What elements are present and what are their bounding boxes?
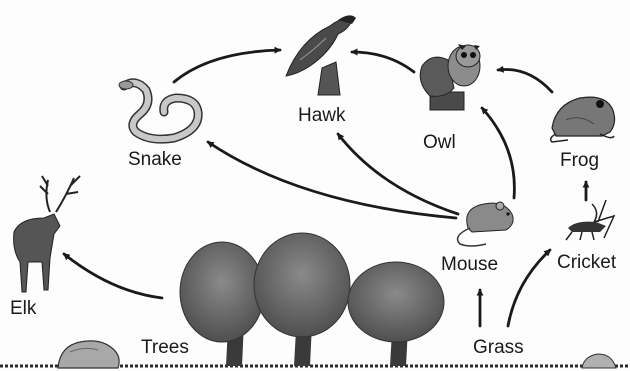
owl-label: Owl [423,133,456,152]
hawk-label: Hawk [298,106,346,125]
snake-icon [119,81,198,139]
owl-icon [420,44,480,110]
tree-icon [180,242,264,366]
cricket-icon [566,200,614,240]
mouse-icon [458,202,514,246]
arrow-snake-to-hawk [174,50,280,82]
arrow-grass-to-cricket [508,250,550,326]
elk-label: Elk [10,299,36,318]
frog-icon [551,97,615,142]
snake-label: Snake [128,150,182,169]
hawk-icon [286,15,356,95]
trees-label: Trees [141,338,189,357]
rock-icon [58,341,119,368]
mouse-label: Mouse [441,255,498,274]
arrow-owl-to-hawk [352,52,414,72]
grass-label: Grass [473,338,524,357]
tree-icon [254,233,350,366]
rock-icon [582,354,616,368]
arrow-trees-to-elk [64,254,162,298]
elk-icon [14,176,80,292]
frog-label: Frog [560,151,599,170]
tree-icon [348,262,444,366]
cricket-label: Cricket [557,253,616,272]
arrow-frog-to-owl [498,69,552,92]
arrow-mouse-to-snake [208,142,456,218]
arrow-mouse-to-owl [482,108,514,198]
